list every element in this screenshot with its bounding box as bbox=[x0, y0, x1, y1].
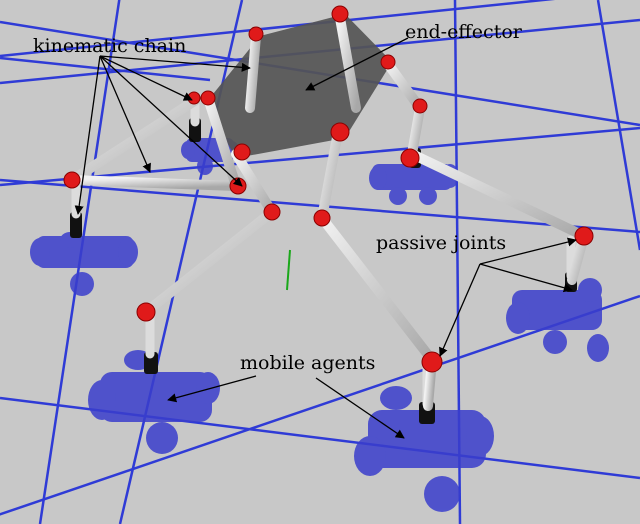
passive-joints bbox=[63, 5, 594, 373]
annotation-arrows bbox=[74, 37, 577, 439]
mobile-agent-right bbox=[506, 278, 609, 362]
passive-joints-label: passive joints bbox=[376, 232, 507, 254]
mobile-agent-left bbox=[30, 232, 138, 296]
axis-marker bbox=[286, 249, 291, 291]
mobile-agents-label: mobile agents bbox=[240, 352, 376, 374]
kinematic-chain-label: kinematic chain bbox=[33, 35, 187, 57]
mobile-agent-front-left bbox=[88, 350, 220, 454]
mobile-agent-back-right bbox=[369, 164, 459, 205]
mobile-agent-front-right bbox=[354, 386, 494, 512]
end-effector-label: end-effector bbox=[405, 21, 522, 43]
